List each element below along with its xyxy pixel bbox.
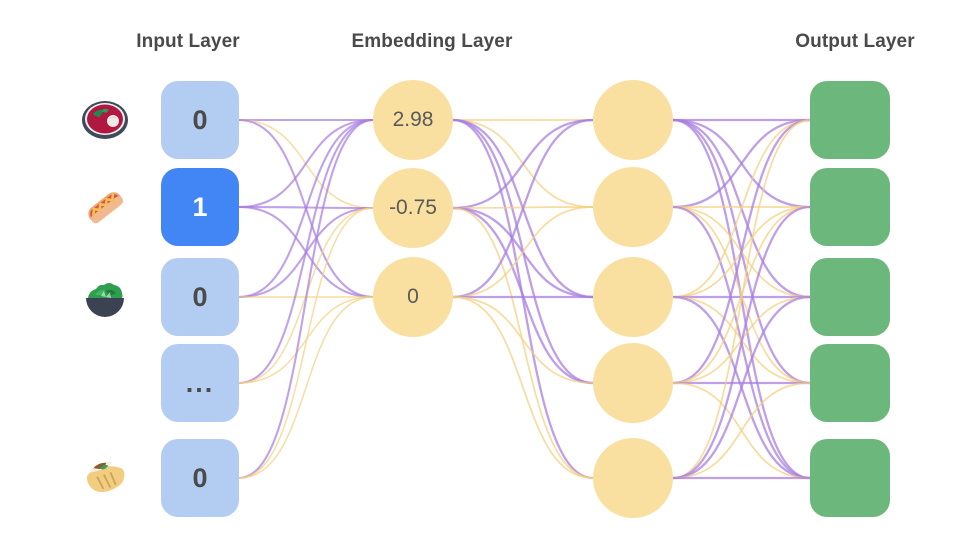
connection-edge (452, 118, 594, 210)
input-node-value: 0 (192, 104, 208, 135)
connection-edge (672, 118, 811, 480)
connection-edge (238, 205, 374, 299)
input-node-value: ... (185, 367, 215, 398)
connection-edge (238, 118, 374, 480)
output-node-4[interactable] (810, 439, 890, 517)
connection-edge (452, 207, 594, 479)
input-node-2[interactable]: 0 (161, 258, 239, 336)
connection-edge (672, 206, 811, 298)
connection-edge (672, 118, 811, 385)
connection-edge (672, 206, 811, 384)
connection-edge (452, 118, 594, 299)
connection-edge (672, 382, 811, 479)
embedding-node-value: -0.75 (389, 196, 437, 219)
input-node-value: 0 (192, 281, 208, 312)
connection-edge (238, 205, 374, 210)
cut-of-meat-icon (77, 92, 133, 148)
input-node-0[interactable]: 0 (161, 81, 239, 159)
connection-edge (238, 206, 374, 299)
connection-edge (452, 296, 594, 479)
connection-edge (672, 118, 811, 209)
embedding-node-value: 2.98 (392, 108, 434, 131)
connection-edge (672, 296, 811, 384)
input-node-value: 1 (192, 191, 208, 222)
connection-edge (452, 206, 594, 385)
connection-edge (452, 206, 594, 298)
connection-edge (672, 118, 811, 385)
embedding-node-1[interactable]: -0.75 (373, 168, 453, 248)
connection-edge (672, 205, 811, 480)
connection-edge (238, 207, 374, 384)
input-node-3[interactable]: ... (161, 344, 239, 422)
input-layer-title: Input Layer (136, 31, 240, 52)
output-node-1[interactable] (810, 168, 890, 246)
embedding-node-2[interactable]: 0 (373, 257, 453, 337)
connection-edge (238, 296, 374, 384)
connection-edge (452, 118, 594, 299)
connection-edge (452, 206, 594, 299)
hidden-node-1[interactable] (593, 167, 673, 247)
connection-edge (238, 119, 374, 209)
connection-edge (238, 118, 374, 299)
hidden-node-0[interactable] (593, 80, 673, 160)
output-node-0[interactable] (810, 81, 890, 159)
hidden-node-2[interactable] (593, 257, 673, 337)
connection-edge (672, 118, 811, 299)
connection-edge (672, 118, 811, 209)
input-node-1[interactable]: 1 (161, 168, 239, 246)
connection-edge (672, 206, 811, 384)
connection-edge (672, 206, 811, 298)
connection-edge (672, 205, 811, 480)
output-node-2[interactable] (810, 258, 890, 336)
connection-edge (672, 382, 811, 479)
embedding-node-value: 0 (407, 285, 419, 308)
connection-edge (452, 296, 594, 384)
connection-edge (672, 295, 811, 480)
connection-edge (452, 206, 594, 209)
burrito-icon (77, 450, 133, 506)
connection-edge (238, 207, 374, 479)
output-node-3[interactable] (810, 344, 890, 422)
connection-edge (238, 296, 374, 479)
connection-edge (672, 119, 811, 298)
connection-edge (672, 119, 811, 479)
hidden-node-4[interactable] (593, 438, 673, 518)
connection-edge (452, 118, 594, 385)
connection-edge (452, 119, 594, 208)
hot-dog-icon (77, 179, 133, 235)
connection-edge (238, 118, 374, 209)
connection-edge (238, 118, 374, 299)
connection-edge (452, 118, 594, 480)
connection-edge (238, 118, 374, 385)
embedding-node-0[interactable]: 2.98 (373, 80, 453, 160)
green-salad-icon (77, 269, 133, 325)
hidden-node-3[interactable] (593, 343, 673, 423)
input-node-value: 0 (192, 462, 208, 493)
connection-edge (672, 295, 811, 480)
output-layer-title: Output Layer (795, 31, 915, 52)
connection-edge (672, 296, 811, 384)
input-node-4[interactable]: 0 (161, 439, 239, 517)
embedding-layer-title: Embedding Layer (351, 31, 513, 52)
